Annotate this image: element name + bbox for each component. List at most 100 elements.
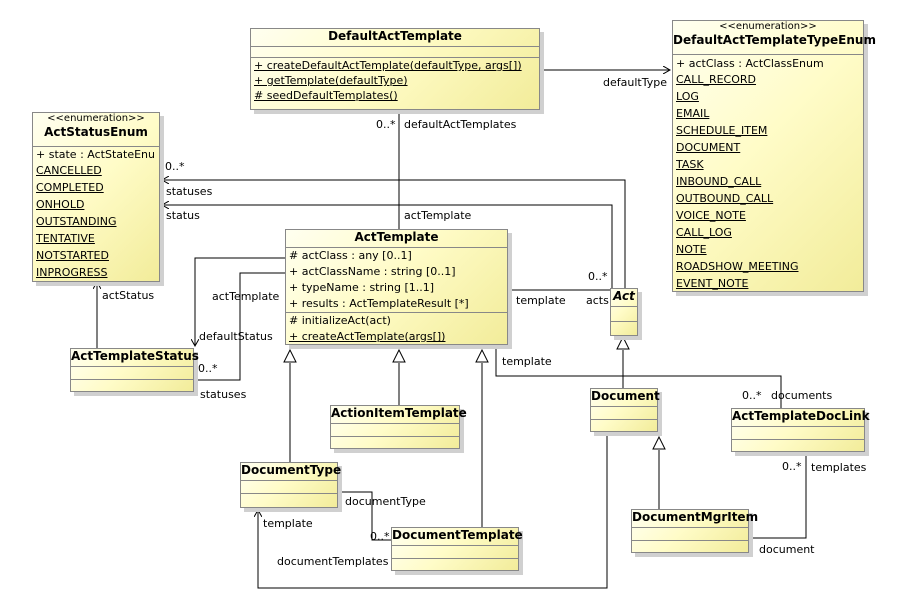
- class-name: ActTemplateDocLink: [732, 409, 870, 423]
- label-acts: acts: [586, 294, 609, 307]
- enum-literal: LOG: [676, 90, 699, 103]
- class-name: DefaultActTemplateTypeEnum: [673, 33, 876, 47]
- class-name: DocumentType: [241, 463, 342, 477]
- enum-literal: OUTBOUND_CALL: [676, 192, 774, 205]
- enum-literal: INBOUND_CALL: [676, 175, 762, 188]
- assoc-doc-mgr-link: [750, 452, 807, 539]
- label-template-right: template: [516, 294, 566, 307]
- literals-section: + actClass : ActClassEnum CALL_RECORD LOG…: [673, 55, 863, 292]
- class-document-template[interactable]: DocumentTemplate: [391, 527, 523, 571]
- attributes-section: [392, 546, 518, 559]
- assoc-document-template: [258, 433, 608, 589]
- class-default-act-template[interactable]: DefaultActTemplate + createDefaultActTem…: [250, 28, 540, 110]
- label-documents-mult: 0..*: [742, 389, 762, 402]
- operation: # seedDefaultTemplates(): [254, 89, 398, 102]
- class-name: Act: [613, 289, 635, 303]
- attributes-section: [632, 528, 748, 541]
- literals-section: + state : ActStateEnum CANCELLED COMPLETE…: [33, 147, 159, 281]
- gen-triangle-action-item: [392, 348, 406, 363]
- assoc-statuses-bottom: [194, 272, 286, 381]
- enum-literal: SCHEDULE_ITEM: [676, 124, 768, 137]
- class-act-template-doc-link[interactable]: ActTemplateDocLink: [731, 408, 870, 452]
- stereotype: <<enumeration>>: [719, 21, 817, 32]
- label-statuses-bottom: statuses: [200, 388, 247, 401]
- label-document-templates: documentTemplates: [277, 555, 389, 568]
- enum-literal: COMPLETED: [36, 181, 104, 194]
- operation: + getTemplate(defaultType): [254, 74, 408, 87]
- operation: + createDefaultActTemplate(defaultType, …: [254, 59, 522, 72]
- class-name: DocumentMgrItem: [632, 510, 759, 524]
- label-template-lower: template: [502, 355, 552, 368]
- label-document-templates-mult: 0..*: [370, 530, 390, 543]
- enum-literal: CANCELLED: [36, 164, 102, 177]
- label-default-act-templates: defaultActTemplates: [404, 118, 517, 131]
- attribute: + actClass : ActClassEnum: [676, 57, 824, 70]
- class-document-mgr-item[interactable]: DocumentMgrItem: [631, 509, 758, 553]
- class-act[interactable]: Act: [610, 288, 638, 336]
- attribute: + typeName : string [1..1]: [289, 281, 435, 294]
- class-document-type[interactable]: DocumentType: [240, 462, 342, 508]
- enum-literal: ONHOLD: [36, 198, 85, 211]
- attributes-section: [611, 307, 637, 322]
- attributes-section: [241, 481, 337, 494]
- class-default-act-template-type-enum[interactable]: <<enumeration>> DefaultActTemplateTypeEn…: [672, 20, 876, 292]
- attributes-section: [732, 427, 864, 440]
- class-act-template-status[interactable]: ActTemplateStatus: [70, 348, 199, 392]
- operation: # initializeAct(act): [289, 314, 391, 327]
- attributes-section: [331, 424, 459, 437]
- attributes-section: # actClass : any [0..1] + actClassName :…: [286, 248, 507, 313]
- label-templates-mult: 0..*: [782, 460, 802, 473]
- class-act-template[interactable]: ActTemplate # actClass : any [0..1] + ac…: [285, 229, 508, 345]
- class-document[interactable]: Document: [590, 388, 660, 432]
- literal-list: CALL_RECORD LOG EMAIL SCHEDULE_ITEM DOCUMENT…: [676, 71, 860, 292]
- enum-literal: EVENT_NOTE: [676, 277, 749, 290]
- attributes-section: [591, 407, 657, 420]
- enum-literal: INPROGRESS: [36, 266, 108, 279]
- label-template-left: template: [263, 517, 313, 530]
- operations-section: # initializeAct(act) + createActTemplate…: [286, 313, 507, 345]
- gen-triangle-document-type: [283, 348, 297, 363]
- label-statuses-top: statuses: [166, 185, 213, 198]
- enum-literal: DOCUMENT: [676, 141, 741, 154]
- label-documents: documents: [771, 389, 833, 402]
- gen-triangle-document-template: [475, 348, 489, 363]
- assoc-document-type: [339, 491, 392, 541]
- class-name: ActStatusEnum: [44, 125, 148, 139]
- label-default-act-templates-mult: 0..*: [376, 118, 396, 131]
- attribute: + actClassName : string [0..1]: [289, 265, 456, 278]
- class-name: Document: [591, 389, 660, 403]
- enum-literal: EMAIL: [676, 107, 710, 120]
- label-status: status: [166, 209, 200, 222]
- enum-literal: VOICE_NOTE: [676, 209, 746, 222]
- enum-literal: ROADSHOW_MEETING: [676, 260, 799, 273]
- attribute: + state : ActStateEnum: [36, 148, 156, 161]
- label-templates: templates: [811, 461, 867, 474]
- operations-section: + createDefaultActTemplate(defaultType, …: [251, 58, 539, 103]
- attributes-section: [251, 47, 539, 58]
- class-name: ActTemplate: [354, 230, 439, 244]
- enum-literal: NOTE: [676, 243, 707, 256]
- class-name: ActTemplateStatus: [71, 349, 199, 363]
- label-statuses-mult: 0..*: [165, 160, 185, 173]
- gen-triangle-document: [616, 335, 630, 350]
- attributes-section: [71, 367, 193, 380]
- assoc-default-status: [195, 257, 286, 346]
- class-name: DefaultActTemplate: [328, 29, 462, 43]
- class-action-item-template[interactable]: ActionItemTemplate: [330, 405, 467, 449]
- label-act-status: actStatus: [102, 289, 155, 302]
- assoc-status: [162, 205, 613, 290]
- label-statuses-mult-bottom: 0..*: [198, 362, 218, 375]
- class-name: DocumentTemplate: [392, 528, 523, 542]
- assoc-doc-link: [495, 345, 782, 408]
- class-act-status-enum[interactable]: <<enumeration>> ActStatusEnum + state : …: [32, 112, 160, 282]
- enum-literal: TASK: [676, 158, 704, 171]
- enum-literal: CALL_RECORD: [676, 73, 757, 86]
- label-act-template-left: actTemplate: [212, 290, 280, 303]
- class-name: ActionItemTemplate: [331, 406, 467, 420]
- stereotype: <<enumeration>>: [47, 113, 145, 124]
- enum-literal: CALL_LOG: [676, 226, 732, 239]
- attribute: # actClass : any [0..1]: [289, 249, 412, 262]
